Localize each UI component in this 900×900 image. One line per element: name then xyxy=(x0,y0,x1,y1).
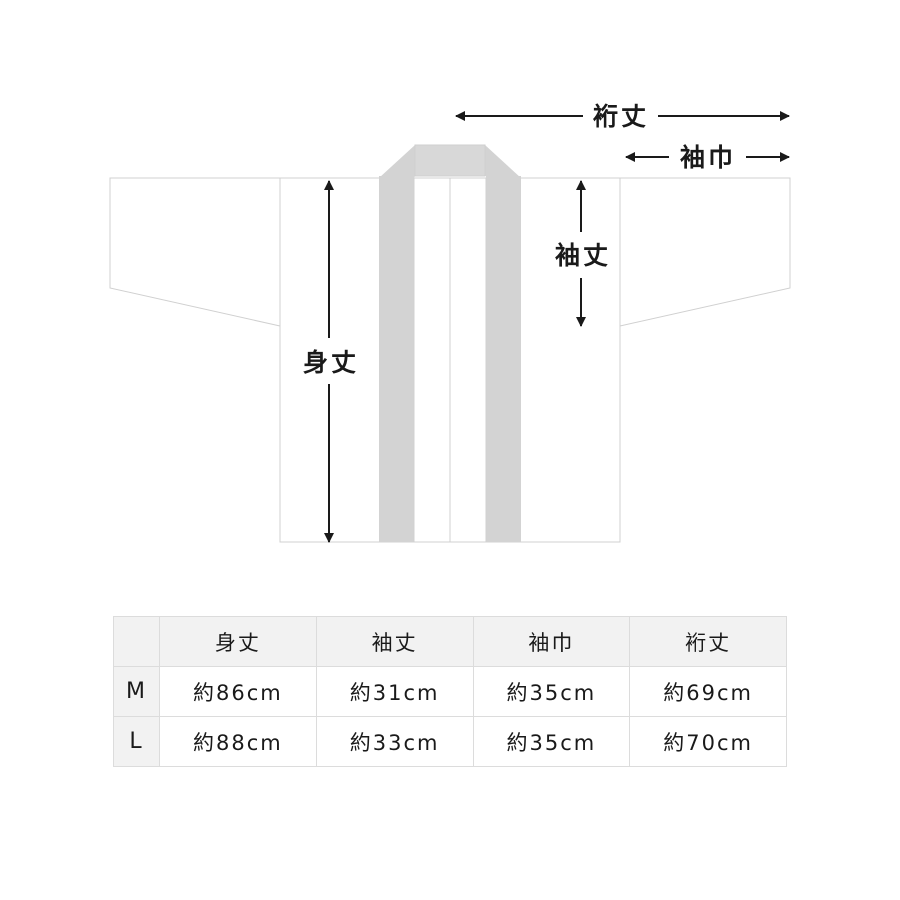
table-cell: 約35cm xyxy=(472,716,631,767)
header-sodehaba: 袖巾 xyxy=(472,616,631,667)
header-sodetake: 袖丈 xyxy=(315,616,474,667)
row-size-label: L xyxy=(113,716,160,767)
mitake-label: 身丈 xyxy=(303,348,359,377)
yukitake-label: 裄丈 xyxy=(592,102,649,131)
sodehaba-label: 袖巾 xyxy=(680,143,736,172)
happi-coat-diagram: 裄丈 袖巾 袖丈 身丈 xyxy=(109,102,791,543)
sodetake-label: 袖丈 xyxy=(555,241,611,270)
left-sleeve xyxy=(109,177,281,327)
table-header-row: 身丈 袖丈 袖巾 裄丈 xyxy=(113,616,787,667)
collar-neck-opening xyxy=(414,144,486,177)
size-table: 身丈 袖丈 袖巾 裄丈 M 約86cm 約31cm 約35cm 約69cm L … xyxy=(113,616,787,767)
table-cell: 約31cm xyxy=(315,666,474,717)
table-cell: 約86cm xyxy=(159,666,317,717)
collar-right-band xyxy=(486,176,521,542)
table-row: L 約88cm 約33cm 約35cm 約70cm xyxy=(113,716,787,767)
table-cell: 約69cm xyxy=(629,666,787,717)
table-cell: 約35cm xyxy=(472,666,631,717)
table-row: M 約86cm 約31cm 約35cm 約69cm xyxy=(113,666,787,717)
row-size-label: M xyxy=(113,666,160,717)
table-corner-cell xyxy=(113,616,160,667)
collar-left-band xyxy=(379,176,414,542)
table-cell: 約70cm xyxy=(629,716,787,767)
table-cell: 約88cm xyxy=(159,716,317,767)
right-sleeve xyxy=(619,177,791,327)
header-yukitake: 裄丈 xyxy=(629,616,787,667)
table-cell: 約33cm xyxy=(315,716,474,767)
header-mitake: 身丈 xyxy=(159,616,317,667)
